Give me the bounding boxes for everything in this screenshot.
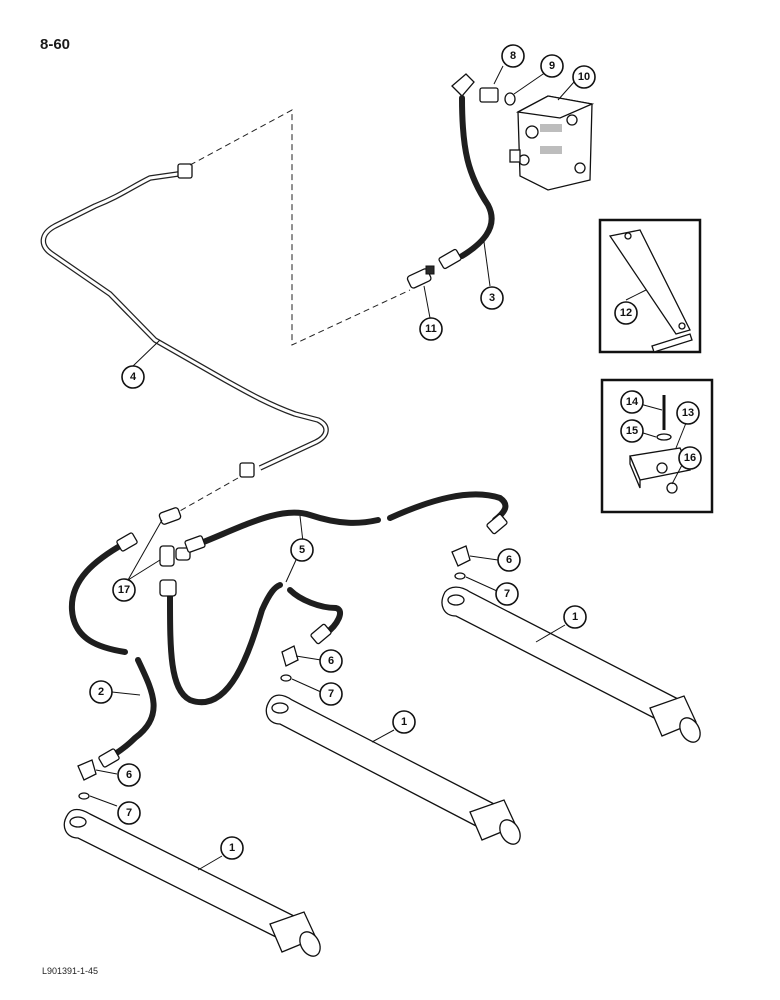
hose-set-5: [159, 491, 509, 706]
callout-6-lower: 6: [117, 763, 141, 787]
hose-2: [68, 532, 157, 768]
callout-5: 5: [290, 538, 314, 562]
callout-label: 9: [549, 60, 555, 72]
callout-10: 10: [572, 65, 596, 89]
callout-label: 10: [578, 71, 590, 83]
callout-9: 9: [540, 54, 564, 78]
callout-14: 14: [620, 390, 644, 414]
inset-clamp: [600, 378, 714, 514]
callout-17: 17: [112, 578, 136, 602]
callout-label: 7: [504, 588, 510, 600]
callout-label: 4: [130, 371, 137, 383]
callout-label: 1: [401, 716, 407, 728]
page-number: 8-60: [40, 36, 71, 53]
control-valve: [509, 95, 595, 191]
callout-2: 2: [89, 680, 113, 704]
callout-label: 5: [299, 544, 305, 556]
cylinder-left: [63, 808, 321, 957]
callout-7-lower: 7: [117, 801, 141, 825]
callout-8: 8: [501, 44, 525, 68]
elbow-fittings: [77, 545, 471, 781]
callout-label: 7: [328, 688, 334, 700]
callout-7-upper: 7: [495, 582, 519, 606]
adapter-fitting: [406, 265, 435, 289]
callout-11: 11: [419, 317, 443, 341]
callout-label: 6: [328, 655, 334, 667]
callout-6-upper: 6: [497, 548, 521, 572]
callout-label: 16: [684, 452, 696, 464]
callout-label: 13: [682, 407, 694, 419]
callout-label: 8: [510, 50, 516, 62]
callout-label: 6: [506, 554, 512, 566]
callout-4: 4: [121, 365, 145, 389]
callout-label: 17: [118, 584, 130, 596]
callout-7-middle: 7: [319, 682, 343, 706]
callout-13: 13: [676, 401, 700, 425]
callout-label: 11: [425, 323, 437, 335]
cylinder-middle: [265, 694, 521, 845]
o-rings: [78, 572, 466, 800]
callout-1-left: 1: [220, 836, 244, 860]
callout-label: 3: [489, 292, 495, 304]
callout-label: 2: [98, 686, 104, 698]
routing-lines: [177, 109, 411, 513]
callout-label: 12: [620, 307, 632, 319]
tube-end-nut-lower: [239, 462, 255, 478]
callout-3: 3: [480, 286, 504, 310]
callout-label: 1: [572, 611, 578, 623]
callout-label: 7: [126, 807, 132, 819]
callout-label: 6: [126, 769, 132, 781]
callout-16: 16: [678, 446, 702, 470]
steel-tube: [40, 163, 329, 478]
callout-12: 12: [614, 301, 638, 325]
tee-fittings: [158, 507, 191, 567]
leader-lines: [89, 65, 687, 871]
callout-label: 15: [626, 425, 638, 437]
callout-label: 1: [229, 842, 235, 854]
cylinder-right: [441, 586, 701, 743]
o-ring-upper: [504, 92, 516, 106]
inset-bracket: [598, 218, 702, 354]
figure-id: L901391-1-45: [42, 966, 99, 976]
callout-label: 14: [626, 396, 639, 408]
tube-end-nut-upper: [177, 163, 193, 179]
hose-valve: [438, 73, 495, 270]
callout-1-middle: 1: [392, 710, 416, 734]
valve-connector: [479, 87, 499, 103]
callout-6-middle: 6: [319, 649, 343, 673]
callout-1-right: 1: [563, 605, 587, 629]
callout-15: 15: [620, 419, 644, 443]
